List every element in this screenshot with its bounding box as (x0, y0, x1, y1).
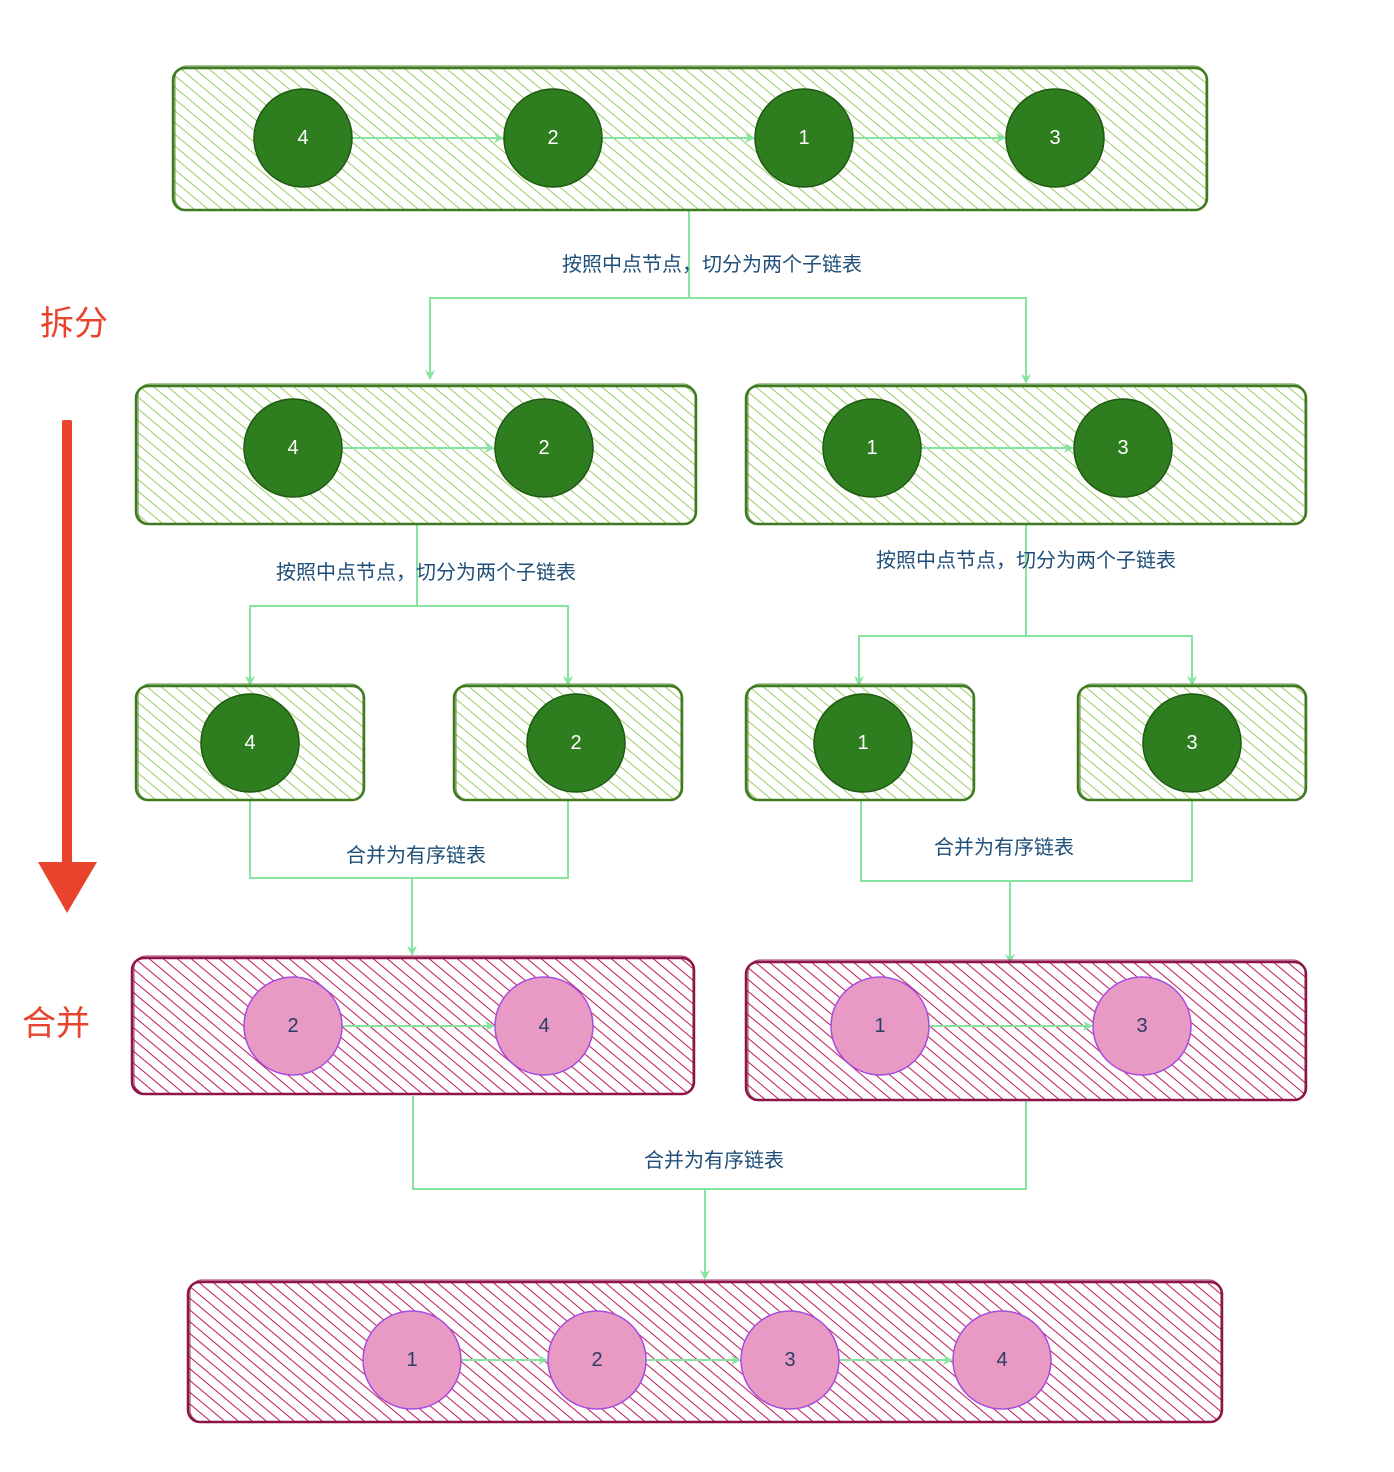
list-node-value: 3 (784, 1349, 795, 1371)
list-node (952, 1310, 1052, 1410)
list-node (494, 398, 594, 498)
list-node-value: 1 (874, 1015, 885, 1037)
list-container (186, 1280, 1224, 1424)
list-container-sketch (137, 383, 696, 525)
list-node-value: 4 (297, 127, 308, 149)
list-node-value: 2 (287, 1015, 298, 1037)
split-to-merge-arrow (38, 420, 97, 913)
list-node-value: 4 (538, 1015, 549, 1037)
list-original: 4 2 1 3 (171, 65, 1209, 212)
list-node-value: 3 (1117, 437, 1128, 459)
list-node-value: 4 (996, 1349, 1007, 1371)
list-node (754, 88, 854, 188)
split-top-connector-right (689, 297, 1031, 384)
list-node-value: 1 (866, 437, 877, 459)
list-single-d: 3 (1076, 683, 1308, 802)
list-node-value: 1 (798, 127, 809, 149)
split-side-label: 拆分 (40, 304, 108, 344)
merge-left-connector (249, 800, 569, 879)
list-node (253, 88, 353, 188)
list-node (494, 976, 594, 1076)
merge-right-connector (860, 800, 1193, 882)
list-container-sketch (747, 383, 1306, 525)
split-left-connector (245, 522, 418, 686)
list-node-value: 1 (857, 732, 868, 754)
merge-side-label: 合并 (22, 1004, 90, 1044)
merge-final-connector (412, 1096, 1027, 1190)
list-container-sketch (1079, 683, 1306, 801)
merge-left-label: 合并为有序链表 (346, 843, 486, 867)
split-right-connector (854, 494, 1027, 686)
list-container-sketch (747, 683, 974, 801)
list-node-value: 1 (406, 1349, 417, 1371)
merge-final-label: 合并为有序链表 (644, 1148, 784, 1172)
split-left-label: 按照中点节点，切分为两个子链表 (276, 560, 576, 584)
list-single-a: 4 (134, 683, 366, 802)
list-container (744, 960, 1308, 1102)
list-node (830, 976, 930, 1076)
list-node-value: 3 (1049, 127, 1060, 149)
list-node-value: 3 (1186, 732, 1197, 754)
list-final: 1 2 3 4 (186, 1279, 1224, 1424)
list-node-value: 2 (538, 437, 549, 459)
list-node (243, 398, 343, 498)
list-container-sketch (455, 683, 682, 801)
list-node-value: 4 (287, 437, 298, 459)
list-node (740, 1310, 840, 1410)
list-container-sketch (174, 65, 1207, 211)
list-node-value: 2 (547, 127, 558, 149)
list-node (1073, 398, 1173, 498)
connectors (245, 210, 1197, 1280)
list-node (1092, 976, 1192, 1076)
list-node-value: 4 (244, 732, 255, 754)
split-right-connector-right (1026, 635, 1197, 686)
merge-right-label: 合并为有序链表 (934, 835, 1074, 859)
list-node (503, 88, 603, 188)
list-single-c: 1 (744, 683, 976, 802)
list-container-sketch (133, 955, 694, 1095)
list-container-sketch (747, 959, 1306, 1101)
split-top-label: 按照中点节点，切分为两个子链表 (562, 252, 862, 276)
split-right-label: 按照中点节点，切分为两个子链表 (876, 548, 1176, 572)
list-node-value: 2 (570, 732, 581, 754)
list-node (1142, 693, 1242, 793)
list-node (1005, 88, 1105, 188)
split-top-connector (425, 210, 690, 380)
list-node (243, 976, 343, 1076)
list-container (134, 384, 698, 526)
list-container-sketch (189, 1279, 1222, 1423)
list-node (547, 1310, 647, 1410)
list-single-b: 2 (452, 683, 684, 802)
list-node-value: 3 (1136, 1015, 1147, 1037)
list-node (822, 398, 922, 498)
split-left-connector-right (417, 605, 573, 686)
list-node (813, 693, 913, 793)
list-node (200, 693, 300, 793)
list-node (526, 693, 626, 793)
list-node-value: 2 (591, 1349, 602, 1371)
list-node (362, 1310, 462, 1410)
list-container-sketch (137, 683, 364, 801)
